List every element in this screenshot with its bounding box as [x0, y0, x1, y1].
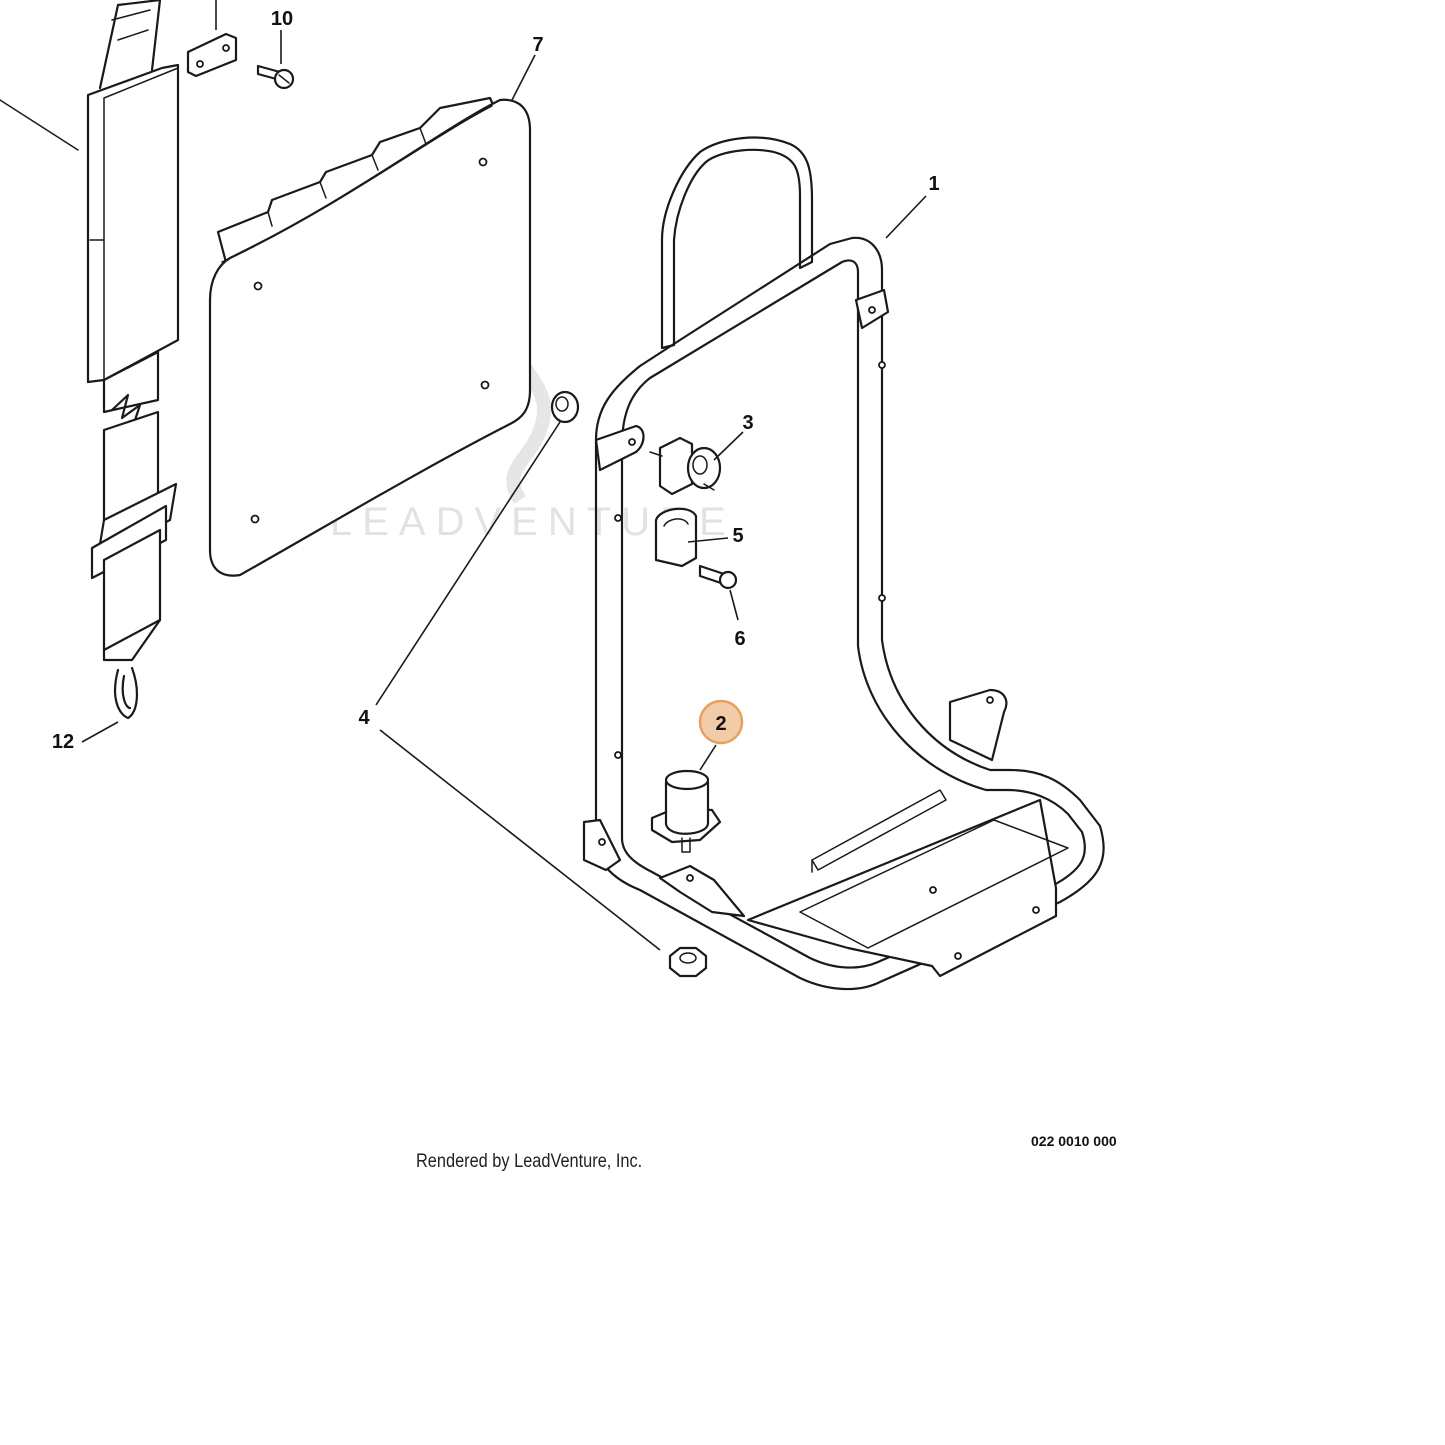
part-10-screw-and-plate[interactable]	[186, 0, 295, 90]
callouts: 1 2 3 4 5 6 7 10 12	[52, 8, 940, 753]
callout-6[interactable]: 6	[734, 628, 745, 650]
callout-1[interactable]: 1	[928, 173, 939, 195]
callout-7[interactable]: 7	[532, 34, 543, 56]
callout-3[interactable]: 3	[742, 412, 753, 434]
part-1-frame[interactable]	[582, 136, 1105, 991]
callout-10[interactable]: 10	[271, 8, 293, 30]
drawing-number: 022 0010 000	[1031, 1133, 1117, 1149]
leader-lines	[81, 30, 927, 951]
part-5-clip[interactable]	[654, 507, 698, 568]
part-6-screw[interactable]	[698, 564, 738, 590]
callout-12[interactable]: 12	[52, 731, 74, 753]
part-3-buffer[interactable]	[649, 436, 722, 496]
callout-2-highlight	[698, 699, 744, 745]
part-12-strap[interactable]	[0, 0, 180, 720]
callout-2[interactable]: 2	[715, 713, 726, 735]
part-4-nut-bottom[interactable]	[668, 946, 708, 978]
callout-4[interactable]: 4	[358, 707, 370, 729]
part-7-back-pad[interactable]	[208, 96, 532, 577]
part-2-isolator[interactable]	[650, 769, 722, 853]
render-credit: Rendered by LeadVenture, Inc.	[416, 1151, 643, 1172]
part-4-nut-top[interactable]	[550, 390, 580, 424]
callout-5[interactable]: 5	[732, 525, 743, 547]
